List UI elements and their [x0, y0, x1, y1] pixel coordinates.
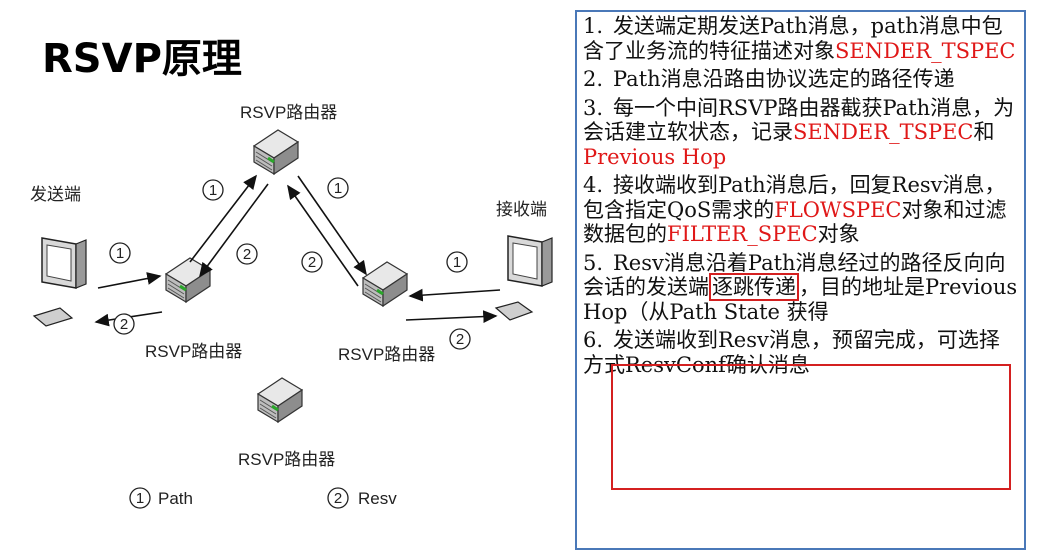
step-3: 3.每一个中间RSVP路由器截获Path消息，为会话建立软状态，记录SENDER…: [583, 95, 1015, 169]
router-legend-label: RSVP路由器: [238, 450, 335, 469]
router-top-icon: [252, 128, 300, 176]
legend-resv: 2 Resv: [327, 487, 397, 509]
arrow-path-top-right: [297, 175, 367, 276]
router-top-label: RSVP路由器: [240, 103, 337, 122]
steps-panel: 1.发送端定期发送Path消息，path消息中包含了业务流的特征描述对象SEND…: [575, 10, 1026, 550]
legend-resv-label: Resv: [358, 489, 397, 508]
router-left-icon: [164, 256, 212, 304]
router-left-label: RSVP路由器: [145, 342, 242, 361]
mark-1-right: 1: [327, 177, 349, 199]
step-6: 6.发送端收到Resv消息，预留完成，可选择方式ResvConf确认消息: [583, 328, 1000, 377]
arrow-resv-right-top: [287, 184, 359, 287]
svg-text:1: 1: [334, 180, 342, 197]
mark-2-right: 2: [301, 251, 323, 273]
svg-text:2: 2: [456, 331, 464, 348]
svg-text:1: 1: [116, 245, 124, 262]
receiver-label: 接收端: [496, 200, 547, 219]
step-1: 1.发送端定期发送Path消息，path消息中包含了业务流的特征描述对象SEND…: [583, 14, 1016, 63]
svg-text:1: 1: [136, 490, 144, 507]
svg-text:2: 2: [334, 490, 342, 507]
svg-text:1: 1: [209, 182, 217, 199]
mark-1-receiver: 1: [446, 251, 468, 273]
rsvp-diagram: 1 2 1 2 1 2 1 2 发送端 接收端 RSVP路由器 RSVP路由器 …: [30, 103, 553, 509]
hop-by-hop-highlight: 逐跳传递: [709, 273, 799, 301]
mark-2-left: 2: [236, 243, 258, 265]
arrow-resv-right-receiver: [405, 310, 498, 323]
router-right-icon: [361, 260, 409, 308]
svg-text:2: 2: [120, 316, 128, 333]
page-title: RSVP原理: [42, 36, 242, 82]
sender-pc-icon: [32, 237, 87, 327]
mark-2-receiver: 2: [449, 328, 471, 350]
step-2: 2.Path消息沿路由协议选定的路径传递: [583, 67, 955, 91]
router-legend-icon: [256, 376, 304, 424]
arrow-resv-top-left: [199, 183, 269, 278]
legend-path: 1 Path: [129, 487, 193, 509]
svg-text:2: 2: [308, 254, 316, 271]
mark-1-sender: 1: [109, 242, 131, 264]
svg-text:2: 2: [243, 246, 251, 263]
arrow-path-sender-left: [97, 272, 162, 289]
router-right-label: RSVP路由器: [338, 345, 435, 364]
mark-2-sender: 2: [113, 313, 135, 335]
arrow-path-receiver-right: [408, 288, 501, 302]
receiver-pc-icon: [494, 235, 553, 321]
step-4: 4.接收端收到Path消息后，回复Resv消息，包含指定QoS需求的FLOWSP…: [583, 173, 1007, 246]
legend-path-label: Path: [158, 489, 193, 508]
svg-text:1: 1: [453, 254, 461, 271]
sender-label: 发送端: [30, 185, 81, 204]
arrow-path-left-top: [189, 174, 257, 263]
mark-1-left: 1: [202, 179, 224, 201]
step-5: 5.Resv消息沿着Path消息经过的路径反向向会话的发送端逐跳传递，目的地址是…: [583, 250, 1018, 324]
